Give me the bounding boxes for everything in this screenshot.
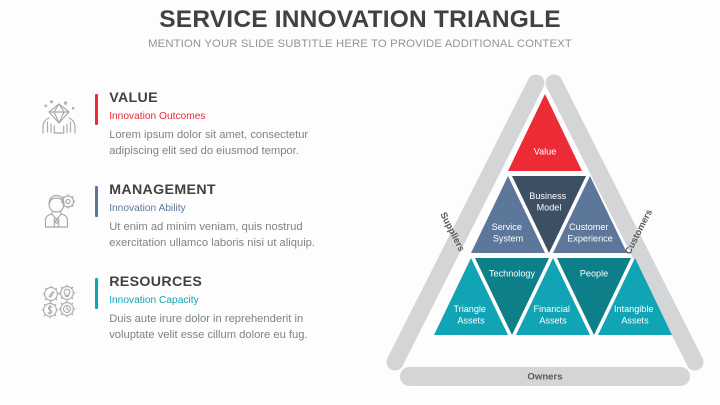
cell-label-service-system: Service System — [492, 222, 525, 244]
triangle-cell-triangle-assets[interactable]: Triangle Assets — [434, 258, 508, 335]
feature-body-management: Ut enim ad minim veniam, quis nostrud ex… — [109, 221, 316, 249]
triangle-cell-technology[interactable]: Technology — [475, 258, 549, 335]
cell-label-business-model: Business Model — [529, 191, 568, 213]
feature-item-management[interactable]: MANAGEMENT Innovation Ability Ut enim ad… — [34, 180, 364, 272]
triangle-frame-bars — [386, 74, 704, 386]
cell-label-intangible-assets: Intangible Assets — [614, 304, 656, 326]
feature-text-resources: RESOURCES Innovation Capacity Duis aute … — [109, 272, 349, 344]
feature-subtitle-value: Innovation Outcomes — [109, 110, 206, 122]
slide-header: SERVICE INNOVATION TRIANGLE MENTION YOUR… — [0, 6, 720, 51]
cell-label-technology: Technology — [489, 268, 535, 278]
feature-list: VALUE Innovation Outcomes Lorem ipsum do… — [34, 88, 364, 364]
feature-text-value: VALUE Innovation Outcomes Lorem ipsum do… — [109, 88, 349, 160]
triangle-cell-service-system[interactable]: Service System — [471, 176, 545, 253]
triangle-cell-customer-experience[interactable]: Customer Experience — [553, 176, 627, 253]
cell-label-triangle-assets: Triangle Assets — [453, 304, 488, 326]
accent-bar-resources — [95, 278, 99, 309]
service-innovation-triangle-diagram: Value Service System Business Model — [378, 70, 712, 395]
triangle-cell-business-model[interactable]: Business Model — [512, 176, 586, 253]
customers-bar — [545, 74, 704, 371]
cell-label-people: People — [580, 268, 608, 278]
feature-title-management: MANAGEMENT — [109, 182, 216, 198]
feature-title-value: VALUE — [109, 90, 158, 106]
triangle-cell-intangible-assets[interactable]: Intangible Assets — [598, 258, 672, 335]
feature-body-value: Lorem ipsum dolor sit amet, consectetur … — [109, 129, 309, 157]
feature-body-resources: Duis aute irure dolor in reprehenderit i… — [109, 313, 308, 341]
page-subtitle: MENTION YOUR SLIDE SUBTITLE HERE TO PROV… — [148, 38, 572, 51]
triangle-cell-value[interactable]: Value — [508, 94, 582, 171]
triangle-cell-financial-assets[interactable]: Financial Assets — [516, 258, 590, 335]
side-label-owners: Owners — [527, 372, 562, 383]
page-title: SERVICE INNOVATION TRIANGLE — [159, 6, 561, 33]
suppliers-bar — [386, 74, 545, 371]
cell-label-financial-assets: Financial Assets — [534, 304, 573, 326]
feature-subtitle-resources: Innovation Capacity — [109, 294, 199, 306]
feature-title-resources: RESOURCES — [109, 274, 203, 290]
feature-subtitle-management: Innovation Ability — [109, 202, 186, 214]
triangle-cell-people[interactable]: People — [557, 258, 631, 335]
feature-item-resources[interactable]: RESOURCES Innovation Capacity Duis aute … — [34, 272, 364, 364]
gem-in-hands-icon — [34, 93, 84, 143]
four-gears-icon — [34, 277, 84, 327]
accent-bar-value — [95, 94, 99, 125]
owners-bar — [400, 367, 690, 386]
cell-label-customer-experience: Customer Experience — [567, 222, 613, 244]
accent-bar-management — [95, 186, 99, 217]
feature-item-value[interactable]: VALUE Innovation Outcomes Lorem ipsum do… — [34, 88, 364, 180]
person-gear-icon — [34, 185, 84, 235]
cell-label-value: Value — [534, 146, 557, 156]
feature-text-management: MANAGEMENT Innovation Ability Ut enim ad… — [109, 180, 349, 252]
